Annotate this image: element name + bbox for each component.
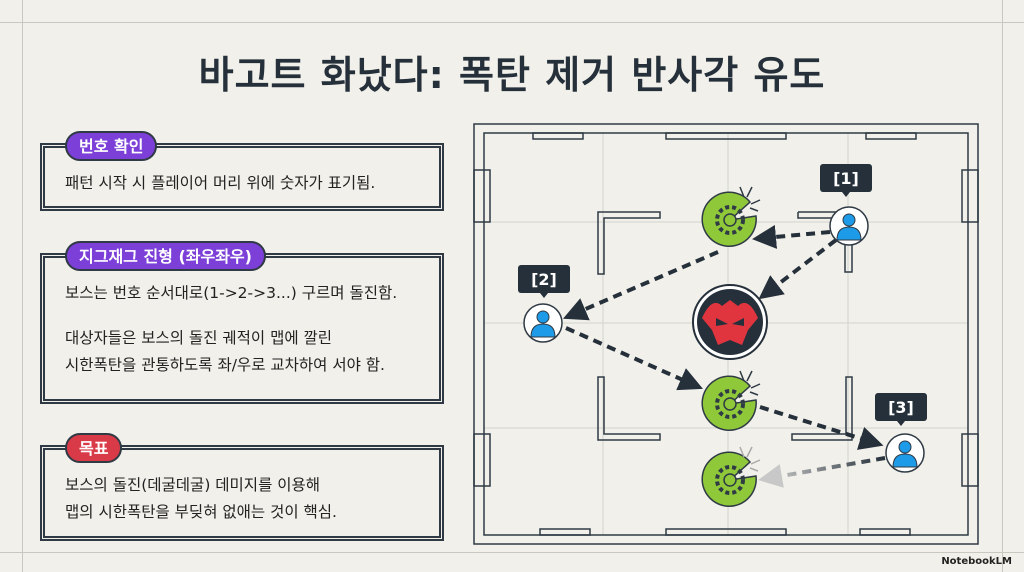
player-number-label: [2]	[531, 270, 557, 289]
time-bomb-icon	[701, 370, 761, 431]
boss-icon	[692, 284, 768, 360]
panel-label: 목표	[65, 433, 123, 463]
panel-zigzag: 지그재그 진형 (좌우좌우) 보스는 번호 순서대로(1->2->3...) 구…	[40, 241, 444, 404]
panel-number-check: 번호 확인 패턴 시작 시 플레이어 머리 위에 숫자가 표기됨.	[40, 131, 444, 211]
page-title: 바고트 화났다: 폭탄 제거 반사각 유도	[198, 53, 826, 97]
notebooklm-watermark: NotebookLM	[941, 556, 1012, 567]
player-number-label: [1]	[833, 169, 859, 188]
panel-goal: 목표 보스의 돌진(데굴데굴) 데미지를 이용해 맵의 시한폭탄을 부딪혀 없애…	[40, 433, 444, 541]
panel-text: 보스는 번호 순서대로(1->2->3...) 구르며 돌진함.	[65, 284, 398, 302]
time-bomb-icon	[701, 186, 761, 247]
arrow-p1-to-bomb1	[752, 224, 831, 249]
arrows	[562, 224, 886, 488]
arrow-p3-to-bomb3	[758, 456, 886, 488]
arrow-bomb1-to-p2	[562, 250, 719, 321]
panel-text: 패턴 시작 시 플레이어 머리 위에 숫자가 표기됨.	[65, 174, 376, 192]
panel-text: 보스의 돌진(데굴데굴) 데미지를 이용해	[65, 476, 321, 494]
arrow-p1-to-boss	[758, 238, 838, 300]
arrow-p2-to-bomb2	[565, 326, 703, 391]
panel-text: 시한폭탄을 관통하도록 좌/우로 교차하여 서야 함.	[65, 356, 385, 374]
player-2: [2]	[518, 265, 570, 343]
player-1: [1]	[820, 164, 872, 246]
player-3: [3]	[875, 393, 927, 473]
panel-label: 지그재그 진형 (좌우좌우)	[65, 241, 266, 271]
arena-walls	[473, 123, 979, 545]
arrow-bomb2-to-p3	[759, 405, 884, 450]
panel-label: 번호 확인	[65, 131, 158, 161]
panel-text: 대상자들은 보스의 돌진 궤적이 맵에 깔린	[65, 329, 333, 347]
player-number-label: [3]	[888, 398, 914, 417]
panel-text: 맵의 시한폭탄을 부딪혀 없애는 것이 핵심.	[65, 503, 337, 521]
time-bomb-icon	[701, 446, 761, 507]
